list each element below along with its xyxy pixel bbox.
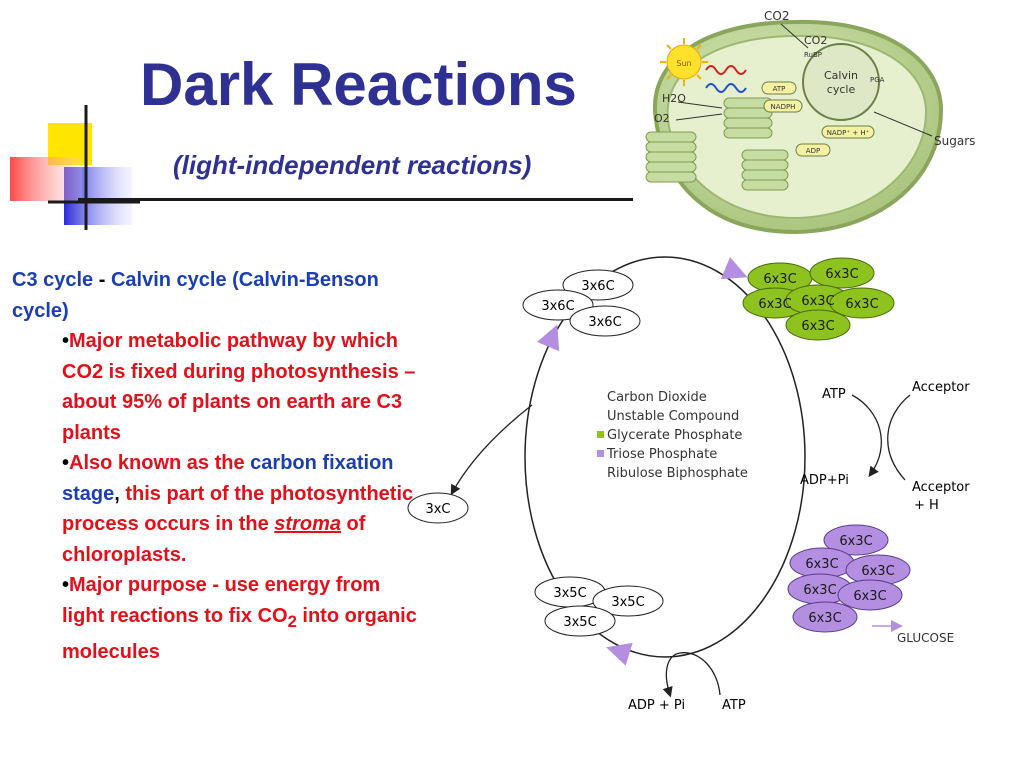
bullet-item: •Major purpose - use energy from light r… (62, 570, 422, 668)
bullet-text: this part of the photosynthetic process … (62, 482, 414, 536)
molecule-label: 6x3C (758, 297, 791, 312)
bullet-item: •Major metabolic pathway by which CO2 is… (62, 326, 422, 448)
acceptor-h-label-2: + H (914, 498, 939, 513)
calvin-cycle-diagram: 3x6C 3x6C 3x6C 6x3C 6x3C 6x3C 6x3C 6x3C … (400, 245, 1000, 715)
bullet-text: Also known as the (69, 452, 251, 474)
legend-unstable-compound: Unstable Compound (607, 409, 739, 424)
calvin-label: Calvin (824, 69, 858, 82)
svg-text:NADPH: NADPH (771, 103, 796, 111)
legend-swatch-purple (597, 450, 604, 457)
glucose-label: GLUCOSE (897, 631, 954, 645)
adp-badge: ADP (795, 143, 831, 157)
calvin-cycle-label: Calvin cycle (Calvin-Benson cycle) (12, 269, 379, 322)
molecule-label: 3x5C (563, 615, 596, 630)
molecule-label: 3x5C (611, 595, 644, 610)
atp-bottom-label: ATP (722, 698, 746, 713)
legend-glycerate-phosphate: Glycerate Phosphate (607, 428, 742, 443)
bullet-dot-icon: • (62, 330, 70, 352)
legend: Carbon Dioxide Unstable Compound Glycera… (597, 390, 748, 481)
bullet-dot-icon: • (62, 574, 70, 596)
nadp-badge: NADP⁺ + H⁺ (821, 125, 875, 139)
molecule-label: 3x6C (588, 315, 621, 330)
stroma-term: stroma (274, 513, 341, 535)
unstable-compound-group: 3x6C 3x6C 3x6C (522, 269, 641, 337)
adp-pi-bottom-label: ADP + Pi (628, 698, 685, 713)
legend-triose-phosphate: Triose Phosphate (606, 447, 717, 462)
bullet-text: Major metabolic pathway by which CO2 is … (62, 330, 416, 444)
sugars-label: Sugars (934, 134, 975, 148)
h2o-label: H2O (662, 92, 686, 105)
carbon-fixation-term: carbon fixation stage (62, 452, 394, 505)
sun-label: Sun (676, 59, 691, 68)
page-subtitle: (light-independent reactions) (173, 150, 532, 180)
legend-carbon-dioxide: Carbon Dioxide (607, 390, 707, 405)
title-divider (78, 198, 633, 201)
cycle-arrow-icon (537, 324, 560, 352)
acceptor-label: Acceptor (912, 380, 970, 395)
bullet-dot-icon: • (62, 452, 70, 474)
molecule-label: 6x3C (801, 294, 834, 309)
subscript-2: 2 (287, 611, 297, 631)
svg-text:ADP: ADP (806, 147, 820, 155)
molecule-label: 6x3C (801, 319, 834, 334)
molecule-label: 6x3C (808, 611, 841, 626)
acceptor-arrow (887, 394, 911, 481)
bullet-text: Major purpose - use energy from light re… (62, 574, 381, 627)
svg-text:ATP: ATP (773, 85, 786, 93)
light-wave-icon (705, 65, 747, 93)
atp-badge: ATP (761, 81, 797, 95)
molecule-label: 6x3C (861, 564, 894, 579)
triose-export-molecule (407, 492, 469, 524)
adp-pi-top-label: ADP+Pi (800, 473, 849, 488)
cycle-label: cycle (827, 83, 856, 96)
molecule-label: 3xC (425, 502, 450, 517)
export-arrow (450, 404, 533, 496)
nadph-badge: NADPH (763, 99, 803, 113)
thylakoid-stacks (645, 97, 789, 191)
o2-label: O2 (654, 112, 670, 125)
bullet-list: •Major metabolic pathway by which CO2 is… (12, 326, 422, 668)
page-title: Dark Reactions (140, 51, 577, 118)
cycle-arrow-icon (606, 642, 633, 666)
pga-label: PGA (870, 76, 885, 84)
svg-text:NADP⁺ + H⁺: NADP⁺ + H⁺ (827, 129, 870, 137)
bullet-comma: , (114, 482, 120, 505)
molecule-label: 6x3C (853, 589, 886, 604)
bullet-text: into organic molecules (62, 604, 417, 664)
triose-phosphate-group (787, 524, 911, 633)
legend-swatch-green (597, 431, 604, 438)
molecule-label: 3x6C (581, 279, 614, 294)
cycle-ring (524, 256, 806, 658)
sun-icon: Sun (660, 38, 708, 86)
molecule-label: 3x6C (541, 299, 574, 314)
co2-in-label: CO2 (804, 34, 827, 47)
bullet-item: •Also known as the carbon fixation stage… (62, 448, 422, 570)
atp-top-label: ATP (822, 387, 846, 402)
molecule-label: 3x5C (553, 586, 586, 601)
glycerate-phosphate-group (742, 257, 895, 341)
molecule-label: 6x3C (805, 557, 838, 572)
chloroplast-illustration: Calvin cycle RuBP PGA Sun H2O O2 CO2 CO2 (636, 0, 986, 238)
c3-cycle-label: C3 cycle (12, 269, 94, 291)
molecule-label: 6x3C (839, 534, 872, 549)
ribulose-biphosphate-group: 3x5C 3x5C 3x5C (534, 576, 664, 637)
intro-separator: - (93, 269, 111, 291)
cycle-arrow-icon (720, 257, 748, 280)
content-text: C3 cycle - Calvin cycle (Calvin-Benson c… (12, 265, 422, 668)
calvin-cycle-circle: Calvin cycle RuBP PGA (802, 43, 885, 121)
acceptor-h-label: Acceptor (912, 480, 970, 495)
rubp-label: RuBP (804, 51, 822, 59)
legend-ribulose-biphosphate: Ribulose Biphosphate (607, 466, 748, 481)
decorative-squares (10, 105, 140, 230)
molecule-label: 6x3C (763, 272, 796, 287)
intro-line: C3 cycle - Calvin cycle (Calvin-Benson c… (12, 265, 422, 326)
bullet-text: of chloroplasts. (62, 513, 366, 566)
molecule-label: 6x3C (845, 297, 878, 312)
atp-bottom-arrow (662, 652, 721, 698)
co2-out-label: CO2 (764, 9, 789, 23)
atp-arrow (851, 394, 883, 478)
molecule-label: 6x3C (825, 267, 858, 282)
molecule-label: 6x3C (803, 583, 836, 598)
